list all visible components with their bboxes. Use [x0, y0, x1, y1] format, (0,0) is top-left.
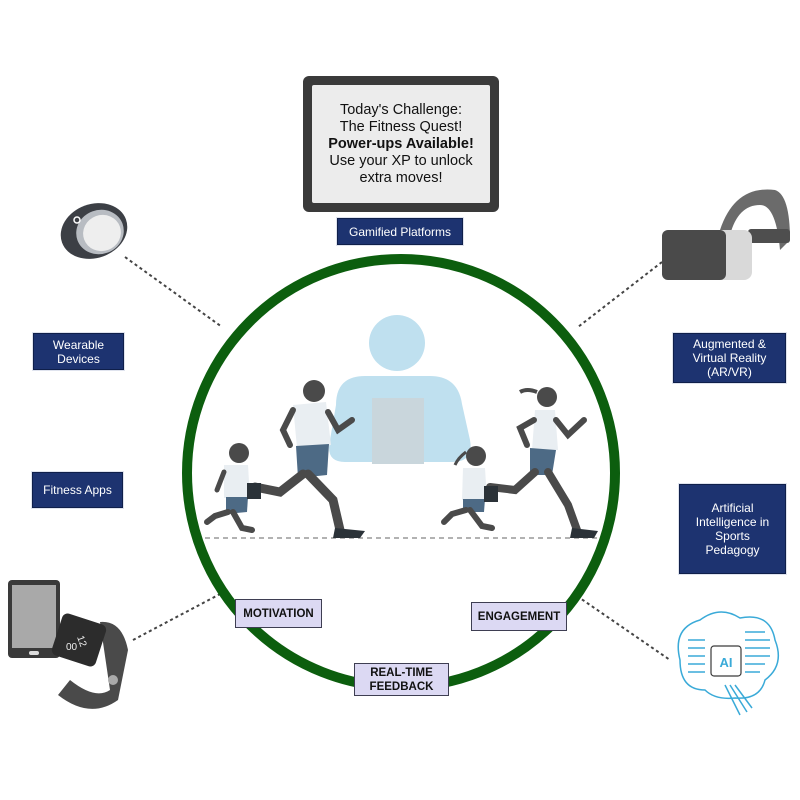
teacher-clipboard	[372, 398, 424, 464]
label-text: Fitness Apps	[43, 483, 112, 497]
smart-ring-icon	[60, 203, 128, 259]
label-fitness-apps: Fitness Apps	[32, 472, 123, 508]
connector-wearable	[124, 256, 223, 328]
outcome-engagement: ENGAGEMENT	[471, 602, 567, 631]
label-text: Artificial	[711, 501, 754, 515]
label-text: Pedagogy	[705, 543, 760, 557]
screen-line-4: Use your XP to unlock	[329, 152, 473, 169]
label-text: Sports	[715, 529, 750, 543]
ai-chip-label: AI	[720, 655, 733, 670]
ai-brain-icon	[677, 611, 780, 716]
smartwatch-icon	[51, 613, 128, 709]
woman-runner-figure	[486, 387, 598, 538]
tablet-icon	[8, 580, 60, 658]
watch-time-hours: 12	[74, 634, 88, 649]
connector-watch	[132, 592, 223, 641]
label-text: Virtual Reality	[692, 351, 767, 365]
outcome-motivation: MOTIVATION	[235, 599, 322, 628]
watch-time-minutes: 00	[66, 642, 78, 653]
label-text: Intelligence in	[695, 515, 770, 529]
outcome-text: ENGAGEMENT	[477, 610, 561, 623]
boy-runner-figure	[204, 443, 261, 533]
man-runner-figure	[250, 380, 365, 538]
connector-ai	[576, 595, 671, 661]
outcome-real-time-feedback: REAL-TIME FEEDBACK	[354, 663, 449, 696]
label-text: (AR/VR)	[707, 365, 752, 379]
screen-line-1: Today's Challenge:	[339, 101, 463, 118]
label-gamified-platforms: Gamified Platforms	[337, 218, 463, 245]
challenge-screen: Today's Challenge: The Fitness Quest! Po…	[303, 76, 499, 212]
label-text: Augmented &	[693, 337, 766, 351]
challenge-screen-content: Today's Challenge: The Fitness Quest! Po…	[312, 85, 490, 203]
screen-line-2: The Fitness Quest!	[339, 118, 463, 135]
outcome-text: FEEDBACK	[369, 680, 434, 693]
girl-runner-figure	[441, 446, 498, 531]
screen-line-3: Power-ups Available!	[328, 135, 474, 152]
connector-arvr	[577, 261, 663, 328]
outcome-text: REAL-TIME	[370, 666, 433, 679]
vr-headset-icon	[662, 189, 790, 280]
outcome-text: MOTIVATION	[243, 607, 314, 620]
label-text: Gamified Platforms	[348, 224, 452, 239]
label-ar-vr: Augmented & Virtual Reality (AR/VR)	[673, 333, 786, 383]
label-wearable-devices: Wearable Devices	[33, 333, 124, 370]
screen-line-5: extra moves!	[359, 169, 443, 186]
label-text: Wearable	[52, 337, 105, 352]
label-text: Devices	[57, 351, 100, 366]
label-ai-sports-pedagogy: Artificial Intelligence in Sports Pedago…	[679, 484, 786, 574]
